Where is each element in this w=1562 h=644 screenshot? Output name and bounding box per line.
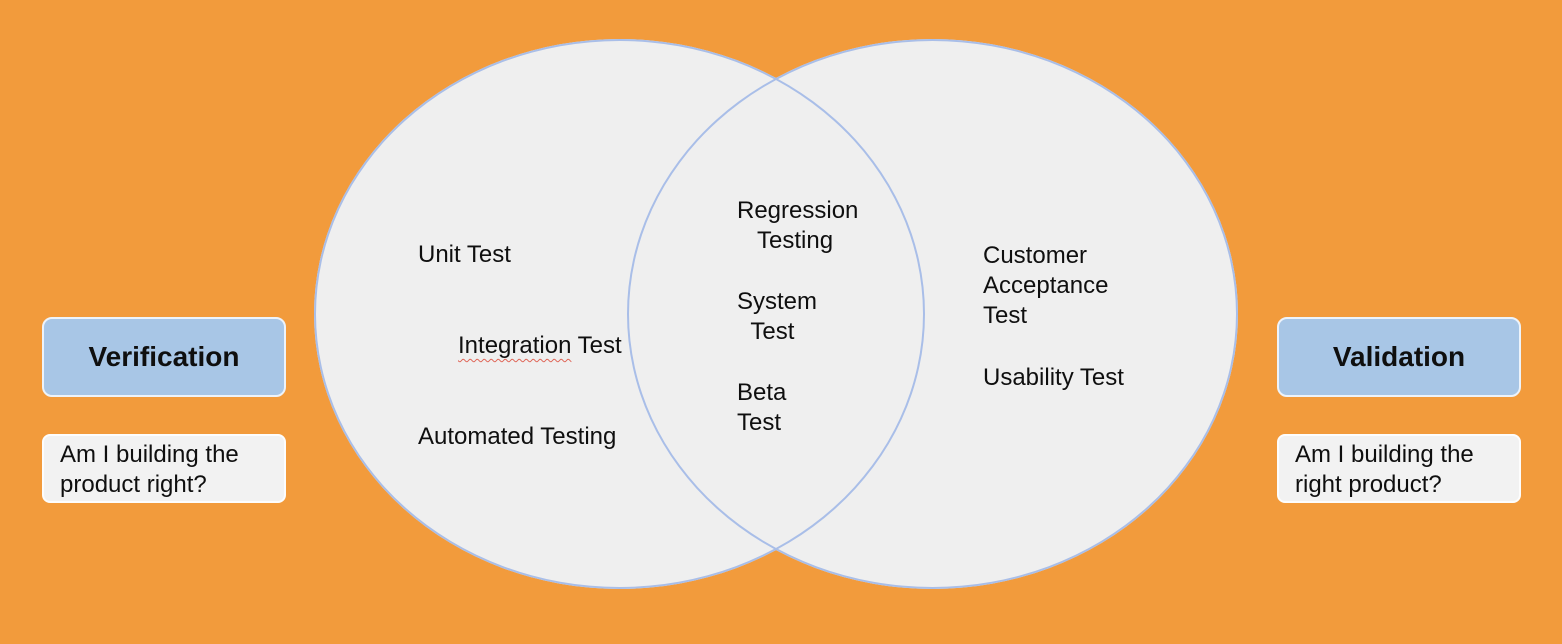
list-item-beta-test: Beta Test [737,379,787,436]
verification-label-box: Verification [42,317,286,397]
overlap-tests-list: Regression Testing System Test Beta Test [737,196,858,438]
list-item-system-test: System Test [737,288,818,345]
list-item-regression-testing: Regression Testing [737,197,859,254]
validation-label: Validation [1332,341,1466,372]
list-item-usability-test: Usability Test [983,364,1124,391]
list-item-customer-acceptance-test: Customer Acceptance Test [983,242,1109,329]
validation-tests-list: Customer Acceptance Test Usability Test [983,241,1124,393]
validation-question-box: Am I building the right product? [1277,434,1521,503]
misspelled-word: Integration [458,332,572,359]
list-item-automated-testing: Automated Testing [418,423,617,450]
validation-label-box: Validation [1277,317,1521,397]
list-item-integration-test-rest: Test [571,332,622,359]
verification-tests-list: Unit Test Integration Test Automated Tes… [418,240,622,452]
validation-circle-border [627,39,1238,589]
list-item-integration-test: Integration Test [418,301,622,391]
verification-question-box: Am I building the product right? [42,434,286,503]
list-item-unit-test: Unit Test [418,241,511,268]
verification-label: Verification [88,341,240,372]
